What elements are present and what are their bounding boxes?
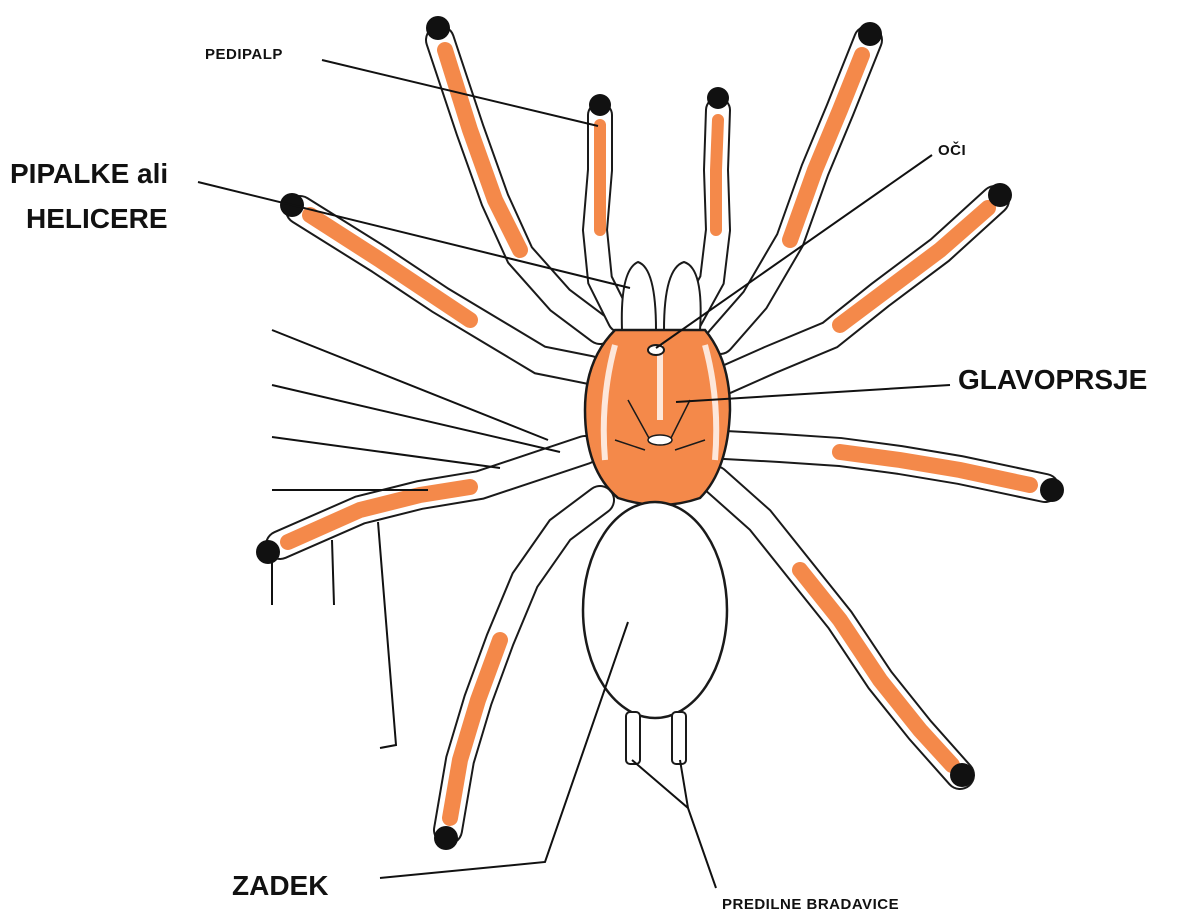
spinnerets — [626, 712, 686, 764]
label-pedipalp: PEDIPALP — [205, 47, 283, 62]
leg-right-4 — [715, 480, 974, 787]
label-cephalothorax: GLAVOPRSJE — [958, 366, 1147, 394]
label-chelicerae-line2: HELICERE — [26, 205, 168, 233]
leader-predilne — [632, 760, 716, 888]
label-chelicerae-line1: PIPALKE ali — [10, 160, 168, 188]
abdomen — [583, 502, 727, 718]
leg-left-1 — [426, 16, 600, 330]
leg-right-1 — [720, 22, 882, 340]
leader-blank-6 — [332, 540, 334, 605]
cephalothorax — [585, 330, 730, 505]
leader-lines — [198, 60, 950, 888]
pedipalp-left — [589, 94, 620, 320]
label-spinnerets: PREDILNE BRADAVICE — [722, 897, 899, 912]
chelicerae — [622, 262, 701, 330]
label-eyes: OČI — [938, 143, 966, 158]
leader-blank-3 — [272, 437, 500, 468]
leg-left-4 — [434, 500, 600, 850]
leg-right-3 — [725, 445, 1064, 502]
label-abdomen: ZADEK — [232, 872, 328, 900]
leader-oci — [656, 155, 932, 348]
leader-blank-7 — [378, 522, 396, 748]
eyes-icon — [648, 345, 664, 355]
